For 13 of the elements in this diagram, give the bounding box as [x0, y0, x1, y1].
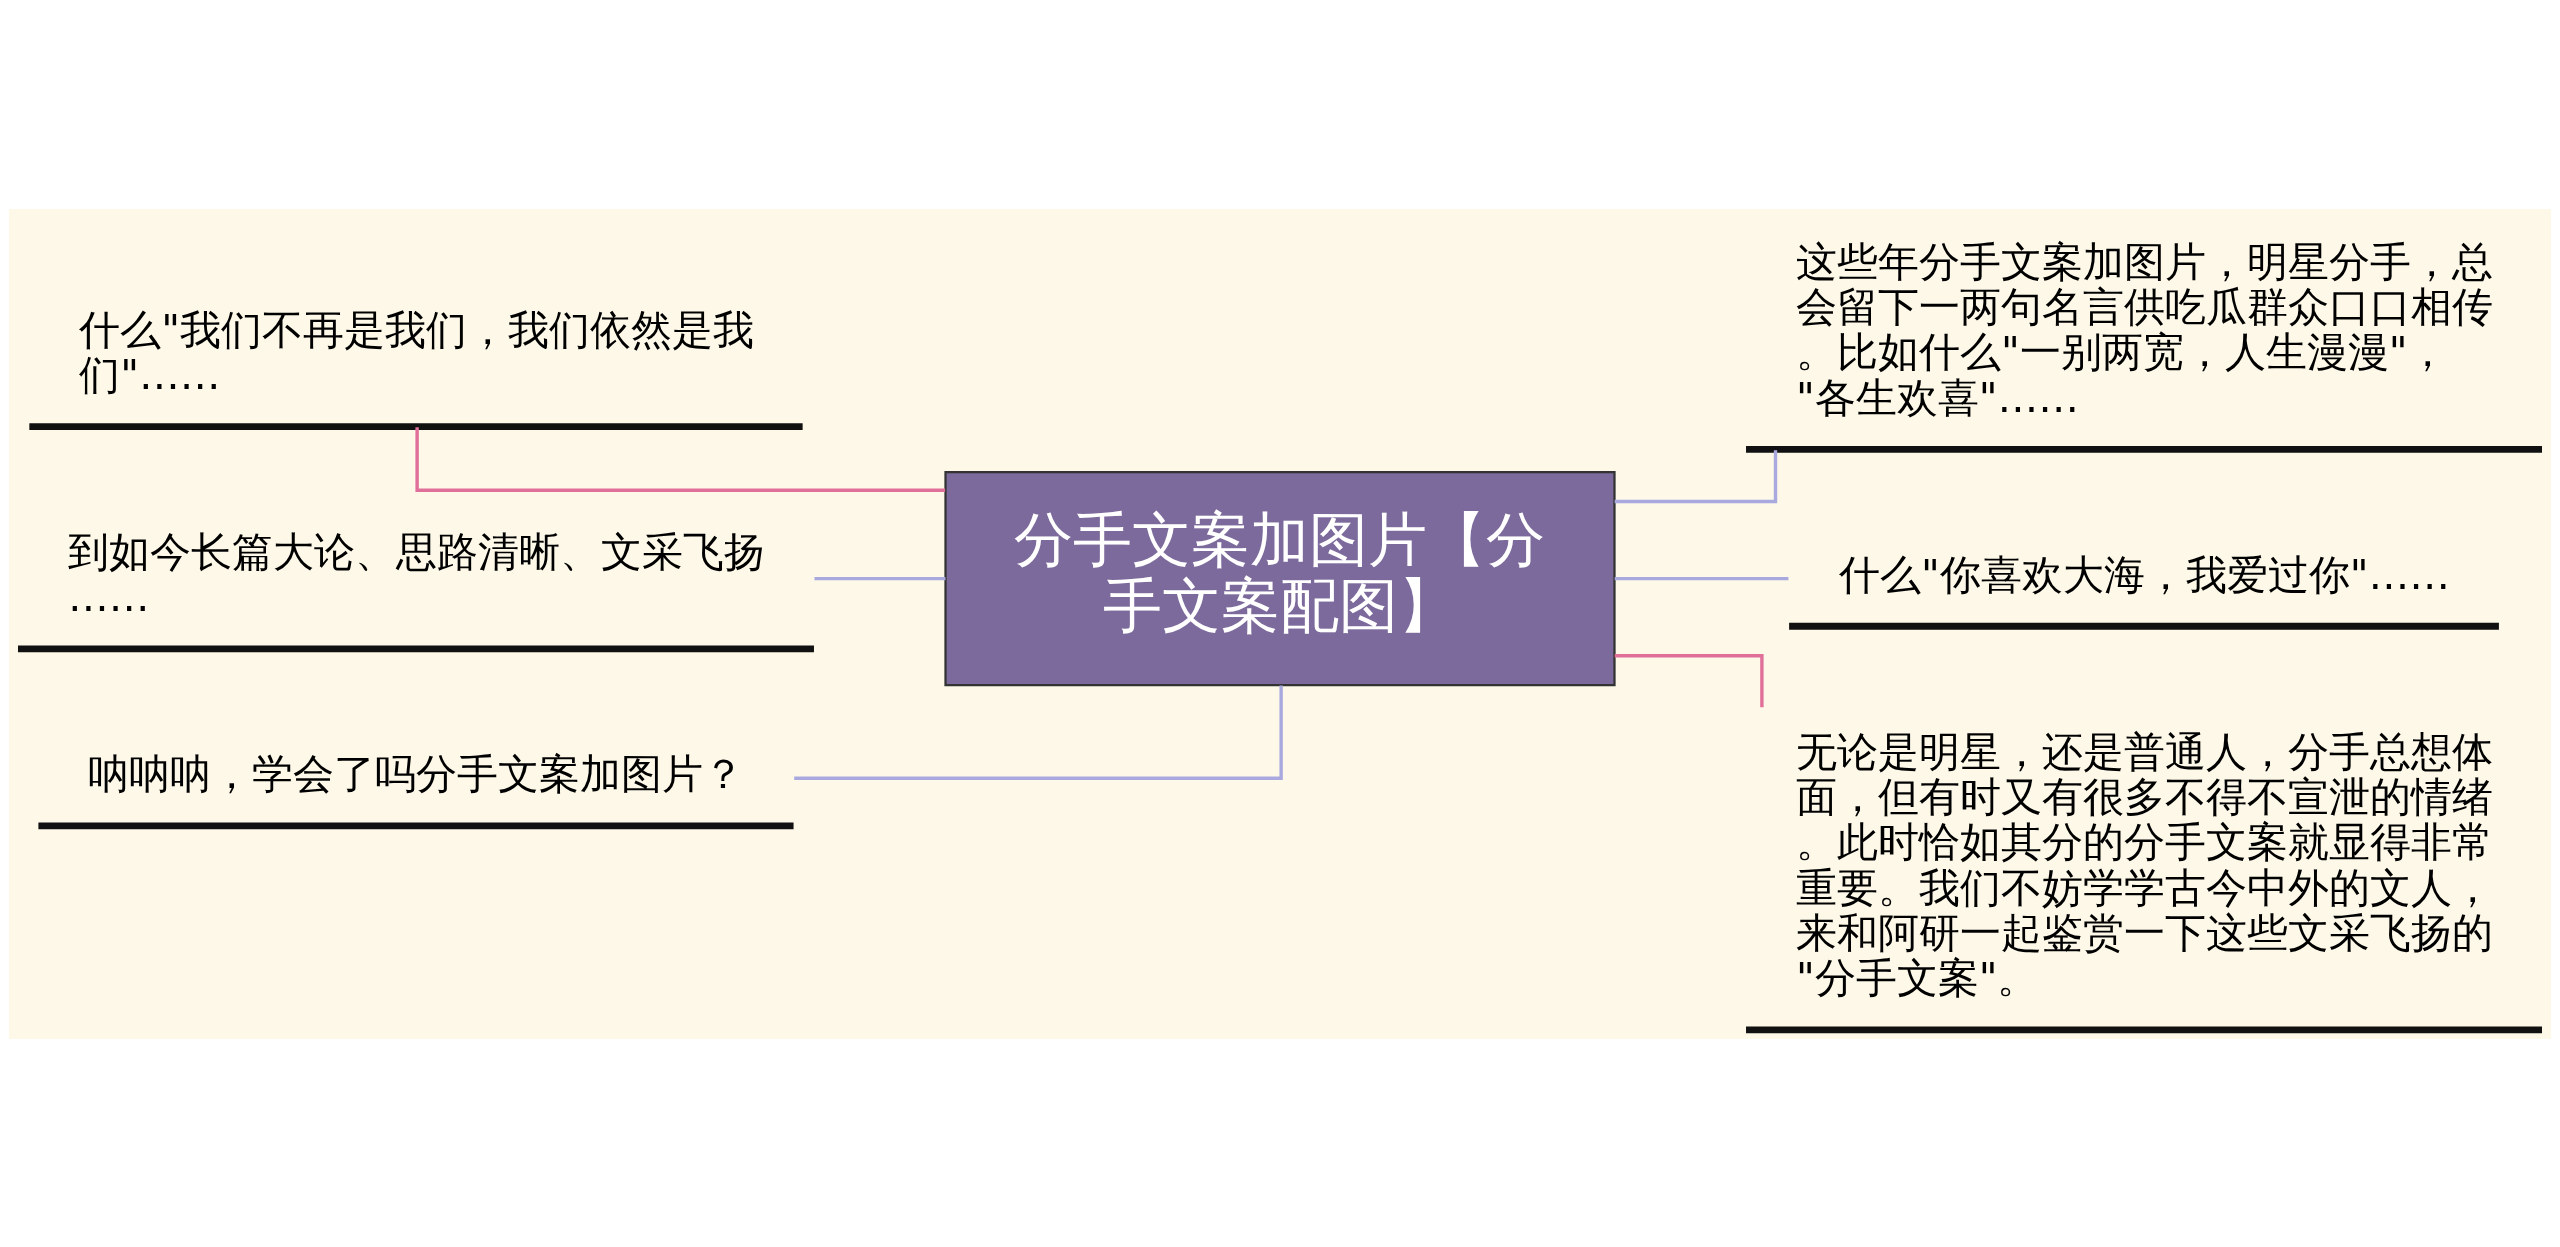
node-text: 什么"我们不再是我们，我们依然是我们"……	[79, 305, 754, 399]
connector	[1614, 449, 1778, 503]
node-text: 这些年分手文案加图片，明星分手，总会留下一两句名言供吃瓜群众口口相传。比如什么"一别两宽，人生漫漫"，"各生欢喜"……	[1795, 237, 2493, 422]
connector	[794, 684, 1283, 780]
node-box: 分手文案加图片【分手文案配图】	[944, 470, 1616, 686]
node-text: 什么"你喜欢大海，我爱过你"……	[1839, 550, 2451, 599]
node-text: 呐呐呐，学会了吗分手文案加图片？	[88, 749, 745, 798]
connector	[814, 576, 946, 580]
node-text: 无论是明星，还是普通人，分手总想体面，但有时又有很多不得不宣泄的情绪。此时恰如其分的分手文案就显得非常重要。我们不妨学学古今中外的文人，来和阿研一起鉴赏一下这些文采飞扬的"分手文案"。	[1795, 727, 2493, 1002]
node-text: 到如今长篇大论、思路清晰、文采飞扬……	[67, 527, 765, 621]
connector	[1614, 653, 1764, 707]
connector	[415, 426, 946, 492]
connector	[1614, 576, 1789, 580]
